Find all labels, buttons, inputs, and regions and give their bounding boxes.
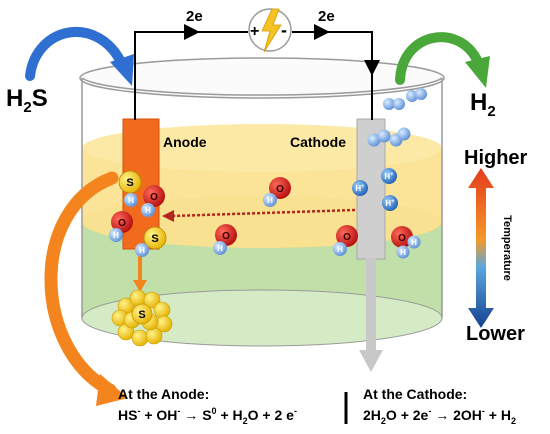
temperature-high-label: Higher: [464, 147, 528, 169]
hs-ion-2: S H: [135, 226, 167, 257]
sulfur-removal-arrow: [44, 171, 119, 397]
sulfur-removal-arrowhead: [96, 374, 128, 406]
svg-text:H: H: [128, 196, 134, 205]
svg-text:S: S: [151, 233, 158, 245]
temperature-axis-label: Temperature: [501, 215, 513, 281]
cathode-equation: 2H2O + 2e- → 2OH- + H2: [363, 406, 516, 426]
svg-text:O: O: [118, 218, 126, 229]
svg-text:H: H: [267, 196, 273, 205]
svg-text:H: H: [337, 245, 343, 254]
warm-layer-surface: [82, 124, 442, 172]
sulfur-cluster-label: S: [138, 309, 145, 321]
cathode-label: Cathode: [290, 134, 346, 150]
svg-text:H: H: [217, 244, 223, 253]
circuit-wire-left: [134, 31, 248, 120]
beaker-front-rim: [81, 77, 443, 96]
source-minus: -: [281, 20, 287, 40]
hydroxide-ion-3: O H: [263, 177, 291, 207]
hydroxide-migration-arrowhead: [162, 210, 174, 222]
water-molecule: O H H: [391, 226, 421, 259]
beaker-back-rim: [79, 57, 445, 99]
svg-text:O: O: [150, 192, 158, 203]
svg-text:H: H: [113, 231, 119, 240]
warm-layer: [82, 148, 442, 248]
svg-text:S: S: [126, 177, 133, 189]
water-drain-arrowhead: [359, 350, 383, 372]
proton-1: H+: [352, 180, 368, 196]
h2s-inflow-arrow: [25, 27, 127, 81]
hydroxide-ion-5: O H: [333, 225, 358, 256]
lightning-bolt-icon: [261, 8, 282, 53]
proton-2: H+: [381, 168, 397, 184]
svg-text:H: H: [145, 206, 151, 215]
svg-text:H+: H+: [385, 199, 395, 208]
hydroxide-ion-2: O H: [109, 211, 133, 242]
svg-text:H: H: [411, 238, 417, 247]
hs-ion-1: S H: [118, 170, 142, 207]
h2-outflow-arrow: [395, 32, 483, 85]
h2-outflow-arrowhead: [465, 56, 490, 88]
svg-text:O: O: [343, 232, 351, 243]
temperature-gradient-arrow: [468, 168, 494, 328]
output-gas-label: H2: [470, 89, 496, 120]
sulfur-cluster: S: [111, 289, 173, 347]
proton-3: H+: [382, 195, 398, 211]
electron-label-right: 2e: [318, 8, 335, 25]
temperature-low-label: Lower: [466, 323, 525, 345]
h2s-inflow-arrowhead: [110, 54, 134, 86]
sulfur-sink-arrowhead: [133, 280, 147, 292]
anode-equation: HS- + OH- → S0 + H2O + 2 e-: [118, 406, 297, 426]
hydroxide-migration-arrow: [171, 208, 356, 218]
svg-text:O: O: [276, 184, 284, 195]
svg-text:H: H: [139, 246, 145, 255]
svg-text:O: O: [222, 231, 230, 242]
source-plus: +: [250, 23, 259, 40]
anode-label: Anode: [163, 134, 207, 150]
svg-text:H+: H+: [384, 172, 394, 181]
svg-text:O: O: [398, 233, 406, 244]
electron-label-left: 2e: [186, 8, 203, 25]
anode-equation-title: At the Anode:: [118, 386, 209, 402]
hydrogen-gas-molecules: [367, 88, 427, 147]
input-gas-label: H2S: [6, 85, 48, 116]
hydroxide-ion-4: O H: [213, 224, 237, 255]
hydroxide-ion-1: O H: [141, 185, 165, 217]
svg-text:H: H: [400, 248, 406, 257]
cathode-equation-title: At the Cathode:: [363, 386, 467, 402]
svg-text:H+: H+: [355, 184, 365, 193]
